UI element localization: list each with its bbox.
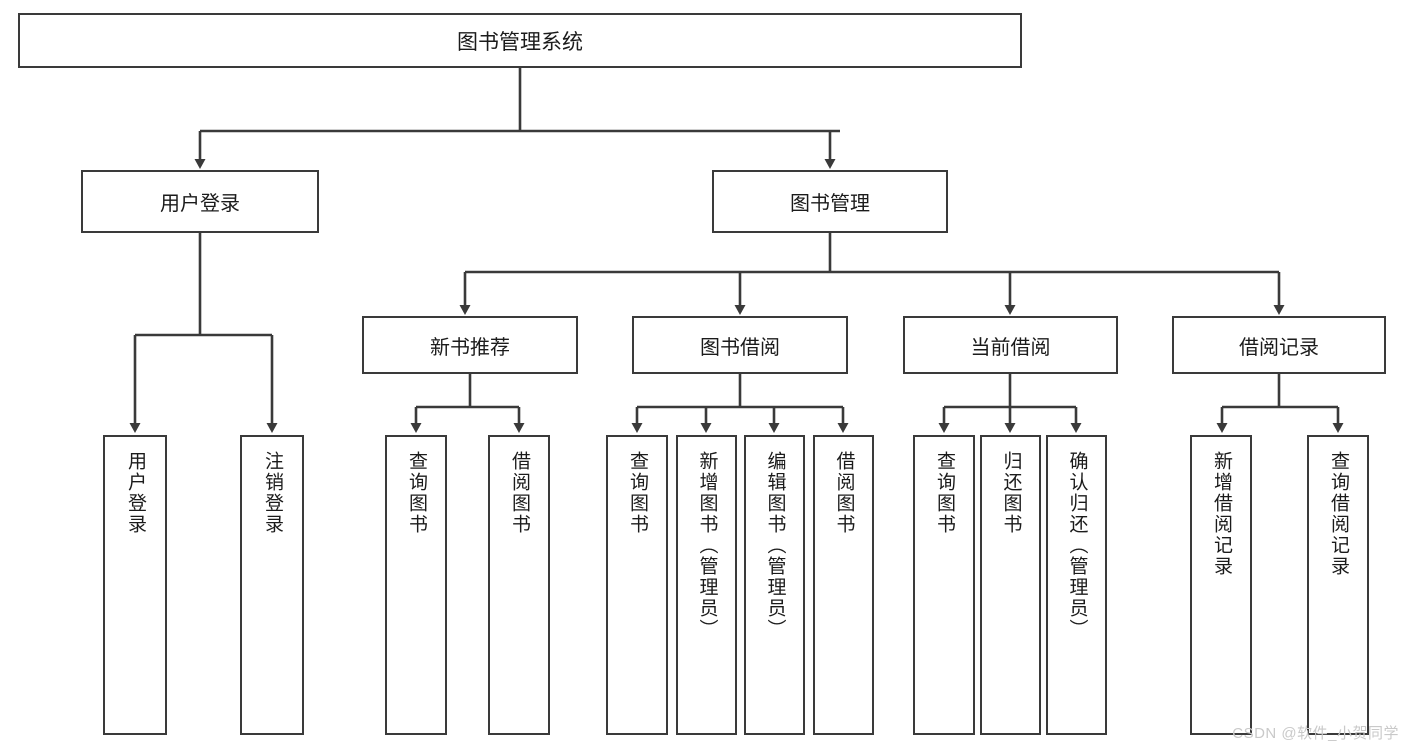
node-current-borrow[interactable]: 当前借阅 — [903, 316, 1118, 374]
leaf-user-login[interactable]: 用户登录 — [103, 435, 167, 735]
leaf-edit-book-admin[interactable]: 编辑图书（管理员） — [744, 435, 805, 735]
node-user-login[interactable]: 用户登录 — [81, 170, 319, 233]
leaf-return-book[interactable]: 归还图书 — [980, 435, 1041, 735]
leaf-borrow-book-label: 借阅图书 — [833, 451, 855, 535]
node-new-book-recommend[interactable]: 新书推荐 — [362, 316, 578, 374]
leaf-query-book-current-label: 查询图书 — [933, 451, 955, 535]
leaf-user-login-label: 用户登录 — [124, 451, 146, 535]
leaf-logout[interactable]: 注销登录 — [240, 435, 304, 735]
node-new-book-recommend-label: 新书推荐 — [430, 336, 510, 359]
leaf-add-borrow-record-label: 新增借阅记录 — [1210, 451, 1232, 577]
node-user-login-label: 用户登录 — [160, 193, 240, 215]
node-book-management[interactable]: 图书管理 — [712, 170, 948, 233]
node-borrow-record-label: 借阅记录 — [1239, 336, 1319, 359]
leaf-return-book-label: 归还图书 — [1000, 451, 1022, 535]
leaf-confirm-return-admin[interactable]: 确认归还（管理员） — [1046, 435, 1107, 735]
node-root-label: 图书管理系统 — [457, 30, 583, 54]
leaf-borrow-book-recommend[interactable]: 借阅图书 — [488, 435, 550, 735]
node-root[interactable]: 图书管理系统 — [18, 13, 1022, 68]
leaf-edit-book-admin-label: 编辑图书（管理员） — [764, 451, 786, 640]
watermark: CSDN @软件_小贺同学 — [1232, 725, 1399, 742]
leaf-add-book-admin-label: 新增图书（管理员） — [696, 451, 718, 640]
node-current-borrow-label: 当前借阅 — [970, 336, 1051, 359]
leaf-query-book-recommend-label: 查询图书 — [405, 451, 427, 535]
leaf-query-book-borrow-label: 查询图书 — [626, 451, 648, 535]
leaf-add-borrow-record[interactable]: 新增借阅记录 — [1190, 435, 1252, 735]
leaf-query-borrow-record-label: 查询借阅记录 — [1327, 451, 1349, 577]
leaf-query-book-recommend[interactable]: 查询图书 — [385, 435, 447, 735]
node-book-borrow-label: 图书借阅 — [700, 336, 780, 359]
leaf-query-book-current[interactable]: 查询图书 — [913, 435, 975, 735]
leaf-logout-label: 注销登录 — [261, 451, 283, 535]
node-book-management-label: 图书管理 — [790, 193, 870, 215]
leaf-borrow-book-recommend-label: 借阅图书 — [508, 451, 530, 535]
leaf-borrow-book[interactable]: 借阅图书 — [813, 435, 874, 735]
leaf-add-book-admin[interactable]: 新增图书（管理员） — [676, 435, 737, 735]
leaf-confirm-return-admin-label: 确认归还（管理员） — [1066, 451, 1088, 640]
node-book-borrow[interactable]: 图书借阅 — [632, 316, 848, 374]
node-borrow-record[interactable]: 借阅记录 — [1172, 316, 1386, 374]
leaf-query-borrow-record[interactable]: 查询借阅记录 — [1307, 435, 1369, 735]
leaf-query-book-borrow[interactable]: 查询图书 — [606, 435, 668, 735]
